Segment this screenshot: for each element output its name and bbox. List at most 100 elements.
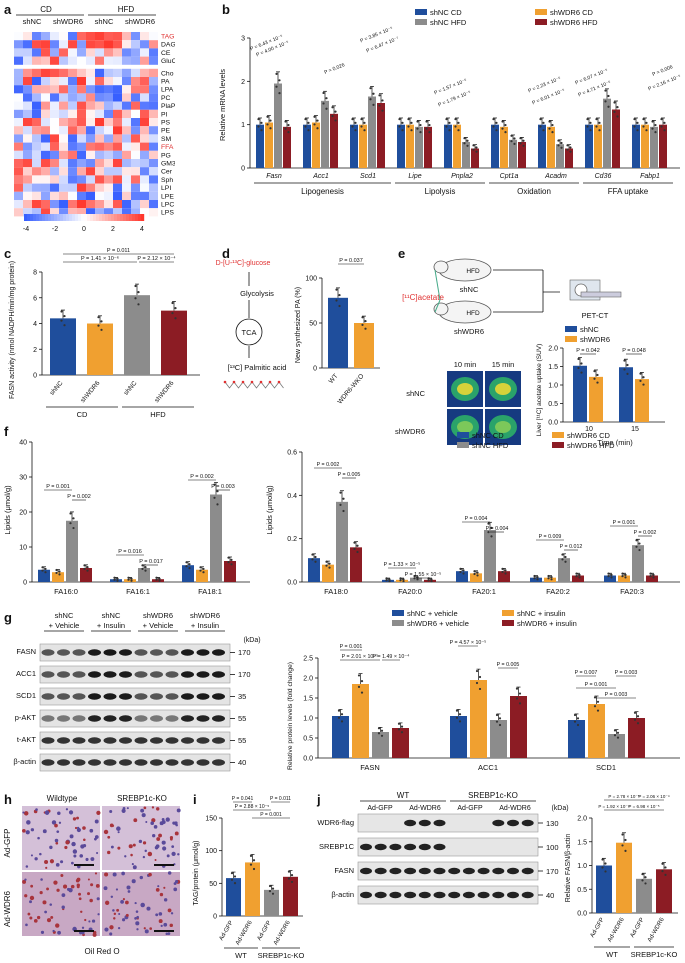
- g-band: [88, 759, 101, 766]
- f2-bar: [350, 547, 362, 582]
- scale-swatch: [129, 214, 133, 221]
- f1-bar-dot: [130, 579, 133, 582]
- f1-bar-dot: [141, 567, 144, 570]
- b-bar: [471, 148, 479, 168]
- f1-bar-dot: [58, 570, 61, 573]
- g-protein-label: p-AKT: [15, 713, 37, 722]
- heatmap-cell: [140, 32, 149, 41]
- d-label-atom: [268, 380, 272, 384]
- h-cell: [66, 887, 70, 891]
- g-legend-label: shWDR6 + insulin: [517, 619, 577, 628]
- d-ylabel: New synthesized PA (%): [295, 287, 302, 363]
- b-bar-dot: [445, 125, 448, 128]
- g-bar-dot: [573, 713, 577, 717]
- g-protein-label: FASN: [16, 647, 36, 656]
- h-cell: [97, 913, 100, 916]
- b-bar: [632, 124, 640, 168]
- g-pvalue: P = 1.49 × 10⁻⁴: [373, 654, 411, 660]
- panel-label-h: h: [4, 792, 12, 807]
- heatmap-cell: [14, 118, 23, 127]
- h-cell: [163, 922, 168, 927]
- heatmap-cell: [149, 200, 158, 209]
- heatmap-cell: [32, 183, 41, 192]
- heatmap-cell: [104, 183, 113, 192]
- h-cell: [60, 860, 64, 864]
- scale-swatch: [102, 214, 106, 221]
- g-bar-dot: [633, 718, 637, 721]
- h-cell: [169, 923, 173, 928]
- j-band: [389, 867, 402, 875]
- heatmap-cell: [131, 175, 140, 184]
- b-bar: [659, 124, 667, 168]
- h-cell: [64, 845, 68, 850]
- b-bar: [312, 122, 320, 168]
- e-bar-dot: [623, 368, 626, 371]
- b-bar-dot: [495, 121, 498, 124]
- b-category-label: Pnpla2: [451, 173, 473, 180]
- h-histology-image: [22, 872, 100, 936]
- d-bar-dot: [338, 304, 341, 308]
- f1-pvalue: P = 0.003: [211, 484, 235, 490]
- i-y-tick-label: 150: [205, 816, 217, 823]
- e-y-tick-label: 0.5: [548, 401, 558, 408]
- g-band: [103, 649, 117, 656]
- heatmap-cell: [59, 56, 68, 65]
- h-cell: [95, 884, 100, 888]
- heatmap-cell: [149, 142, 158, 151]
- heatmap-group-label: HFD: [118, 5, 135, 14]
- g-legend-label: shNC + vehicle: [407, 609, 458, 618]
- heatmap-cell: [68, 32, 77, 41]
- scale-swatch: [60, 214, 64, 221]
- heatmap-cell: [86, 142, 95, 151]
- g-band: [134, 671, 148, 678]
- f-ylabel: Lipids (μmol/g): [3, 485, 12, 535]
- f2-y-tick-label: 0.4: [287, 493, 297, 500]
- b-bar: [453, 124, 461, 168]
- b-bar-dot: [275, 72, 278, 75]
- heatmap-cell: [95, 200, 104, 209]
- b-bar-dot: [363, 121, 366, 124]
- g-bar-dot: [636, 715, 640, 718]
- f1-bar-dot: [41, 569, 44, 572]
- heatmap-cell: [122, 183, 131, 192]
- heatmap-cell: [95, 159, 104, 168]
- heatmap-cell: [77, 159, 86, 168]
- b-bar-dot: [260, 121, 263, 124]
- g-band: [72, 715, 86, 722]
- h-scale-bar: [74, 864, 94, 866]
- h-cell: [172, 821, 176, 825]
- heatmap-cell: [50, 40, 59, 49]
- h-cell: [49, 859, 55, 864]
- scale-swatch: [54, 214, 58, 221]
- h-cell: [49, 845, 53, 850]
- j-y-tick-label: 0.0: [577, 911, 587, 918]
- b-category-label: Scd1: [360, 173, 376, 180]
- h-cell: [63, 884, 68, 889]
- heatmap-cell: [41, 68, 50, 77]
- heatmap-cell: [104, 56, 113, 65]
- h-cell: [117, 846, 121, 850]
- heatmap-cell: [149, 118, 158, 127]
- j-band: [360, 843, 372, 851]
- heatmap-cell: [32, 191, 41, 200]
- c-bar-dot: [137, 291, 140, 294]
- g-band: [57, 693, 70, 700]
- f2-bar-dot: [504, 569, 507, 572]
- scale-tick-label: 4: [140, 226, 144, 233]
- b-bar-dot: [654, 123, 657, 127]
- heatmap-cell: [131, 150, 140, 159]
- h-cell: [105, 900, 110, 905]
- heatmap-cell: [32, 101, 41, 110]
- j-band: [374, 867, 387, 875]
- heatmap-cell: [50, 159, 59, 168]
- f2-bar-dot: [328, 562, 331, 565]
- scale-swatch: [123, 214, 127, 221]
- heatmap-cell: [77, 48, 86, 57]
- g-bar-dot: [616, 731, 620, 734]
- b-bar-dot: [557, 144, 560, 147]
- h-col-label: SREBP1c-KO: [117, 794, 167, 803]
- j-y-tick-label: 0.5: [577, 887, 587, 894]
- g-legend-swatch: [392, 610, 404, 616]
- f1-bar-dot: [216, 503, 219, 506]
- j-band: [374, 891, 387, 899]
